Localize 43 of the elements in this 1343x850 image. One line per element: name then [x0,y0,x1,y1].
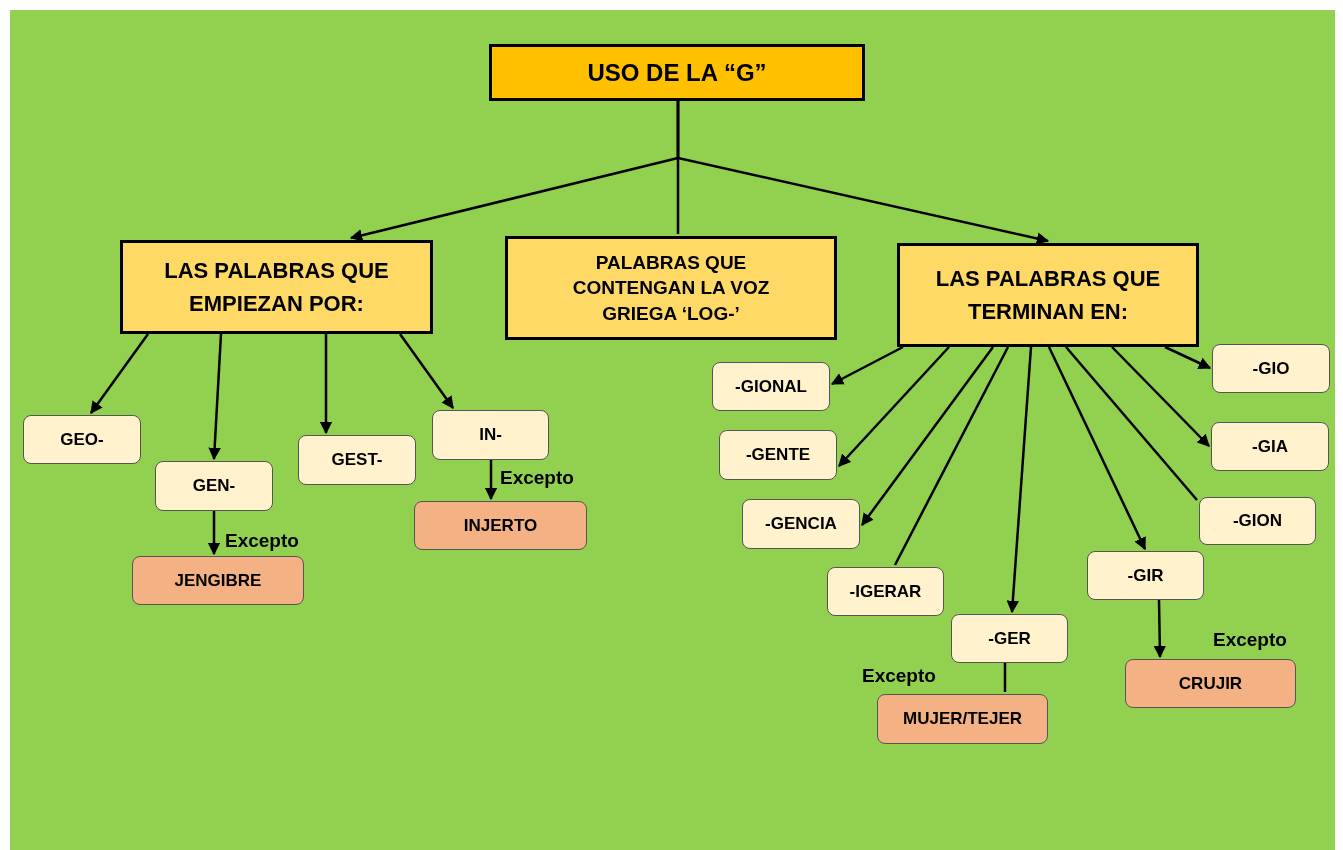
exception-box: CRUJIR [1125,659,1296,708]
arrow [838,346,950,467]
suffix-box: -GENTE [719,430,837,480]
connector-line [893,346,1010,566]
suffix-box: -GIONAL [712,362,830,411]
edge-label: Excepto [225,530,299,552]
exception-box: INJERTO [414,501,587,550]
edge-label: Excepto [500,467,574,489]
suffix-box: -GION [1199,497,1316,545]
suffix-box: -GENCIA [742,499,860,549]
arrow [399,333,454,409]
arrow [1164,345,1212,370]
arrow [1153,599,1167,659]
arrow [861,346,994,526]
suffix-box: -GIA [1211,422,1329,471]
suffix-box: IN- [432,410,549,460]
arrow [1111,346,1210,447]
arrow [830,345,904,386]
category-box: PALABRAS QUE CONTENGAN LA VOZ GRIEGA ‘LOG-’ [505,236,837,340]
arrow [90,333,149,414]
connector-line [1003,663,1007,692]
arrow [1047,346,1147,551]
arrow [676,101,1050,245]
arrow [319,334,333,435]
edge-label: Excepto [862,665,936,687]
suffix-box: GEO- [23,415,141,464]
suffix-box: -IGERAR [827,567,944,616]
arrow [208,333,223,461]
suffix-box: GEN- [155,461,273,511]
suffix-box: GEST- [298,435,416,485]
title-box: USO DE LA “G” [489,44,865,101]
arrow [1006,346,1033,614]
arrow [484,460,498,501]
exception-box: JENGIBRE [132,556,304,605]
exception-box: MUJER/TEJER [877,694,1048,744]
connector-line [1065,346,1198,501]
edge-label: Excepto [1213,629,1287,651]
suffix-box: -GER [951,614,1068,663]
arrow [207,511,221,556]
category-box: LAS PALABRAS QUE EMPIEZAN POR: [120,240,433,334]
suffix-box: -GIR [1087,551,1204,600]
suffix-box: -GIO [1212,344,1330,393]
category-box: LAS PALABRAS QUE TERMINAN EN: [897,243,1199,347]
